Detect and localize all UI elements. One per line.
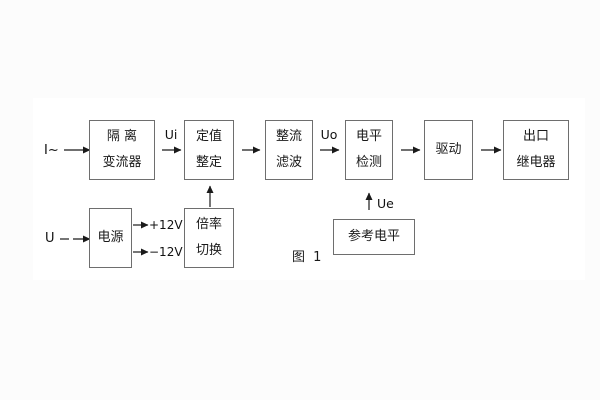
block-label-line: 继电器 bbox=[516, 155, 556, 170]
label-signal-ui: Ui bbox=[164, 127, 178, 142]
block-label-line: 隔 离 bbox=[106, 129, 138, 144]
block-label-line: 检测 bbox=[355, 155, 382, 170]
block-label-line: 参考电平 bbox=[347, 229, 400, 244]
block-ratio-switch: 倍率 切换 bbox=[184, 208, 234, 268]
block-rectifier-filter: 整流 滤波 bbox=[265, 120, 313, 180]
label-input-current: I~ bbox=[44, 143, 59, 158]
block-output-relay: 出口 继电器 bbox=[503, 120, 569, 180]
block-label-line: 整流 bbox=[275, 129, 302, 144]
block-isolation-transformer: 隔 离 变流器 bbox=[89, 120, 155, 180]
block-setpoint-adjust: 定值 整定 bbox=[184, 120, 234, 180]
block-label-line: 切换 bbox=[195, 243, 222, 258]
figure-caption: 图 1 bbox=[292, 250, 324, 265]
block-power-supply: 电源 bbox=[89, 208, 132, 268]
block-label-line: 整定 bbox=[195, 155, 222, 170]
block-label-line: 滤波 bbox=[275, 155, 302, 170]
block-label-line: 驱动 bbox=[435, 142, 462, 157]
block-label-line: 出口 bbox=[522, 129, 549, 144]
label-signal-ue: Ue bbox=[377, 196, 394, 211]
label-signal-uo: Uo bbox=[320, 127, 338, 142]
block-reference-level: 参考电平 bbox=[333, 219, 415, 255]
label-input-voltage: U bbox=[45, 231, 55, 246]
block-label-line: 倍率 bbox=[195, 217, 222, 232]
block-driver: 驱动 bbox=[424, 120, 473, 180]
block-label-line: 电平 bbox=[355, 129, 382, 144]
block-label-line: 定值 bbox=[195, 129, 222, 144]
block-label-line: 变流器 bbox=[102, 155, 142, 170]
label-minus-12v: −12V bbox=[149, 245, 183, 259]
label-plus-12v: +12V bbox=[149, 218, 183, 232]
block-level-detect: 电平 检测 bbox=[345, 120, 393, 180]
block-label-line: 电源 bbox=[97, 230, 124, 245]
